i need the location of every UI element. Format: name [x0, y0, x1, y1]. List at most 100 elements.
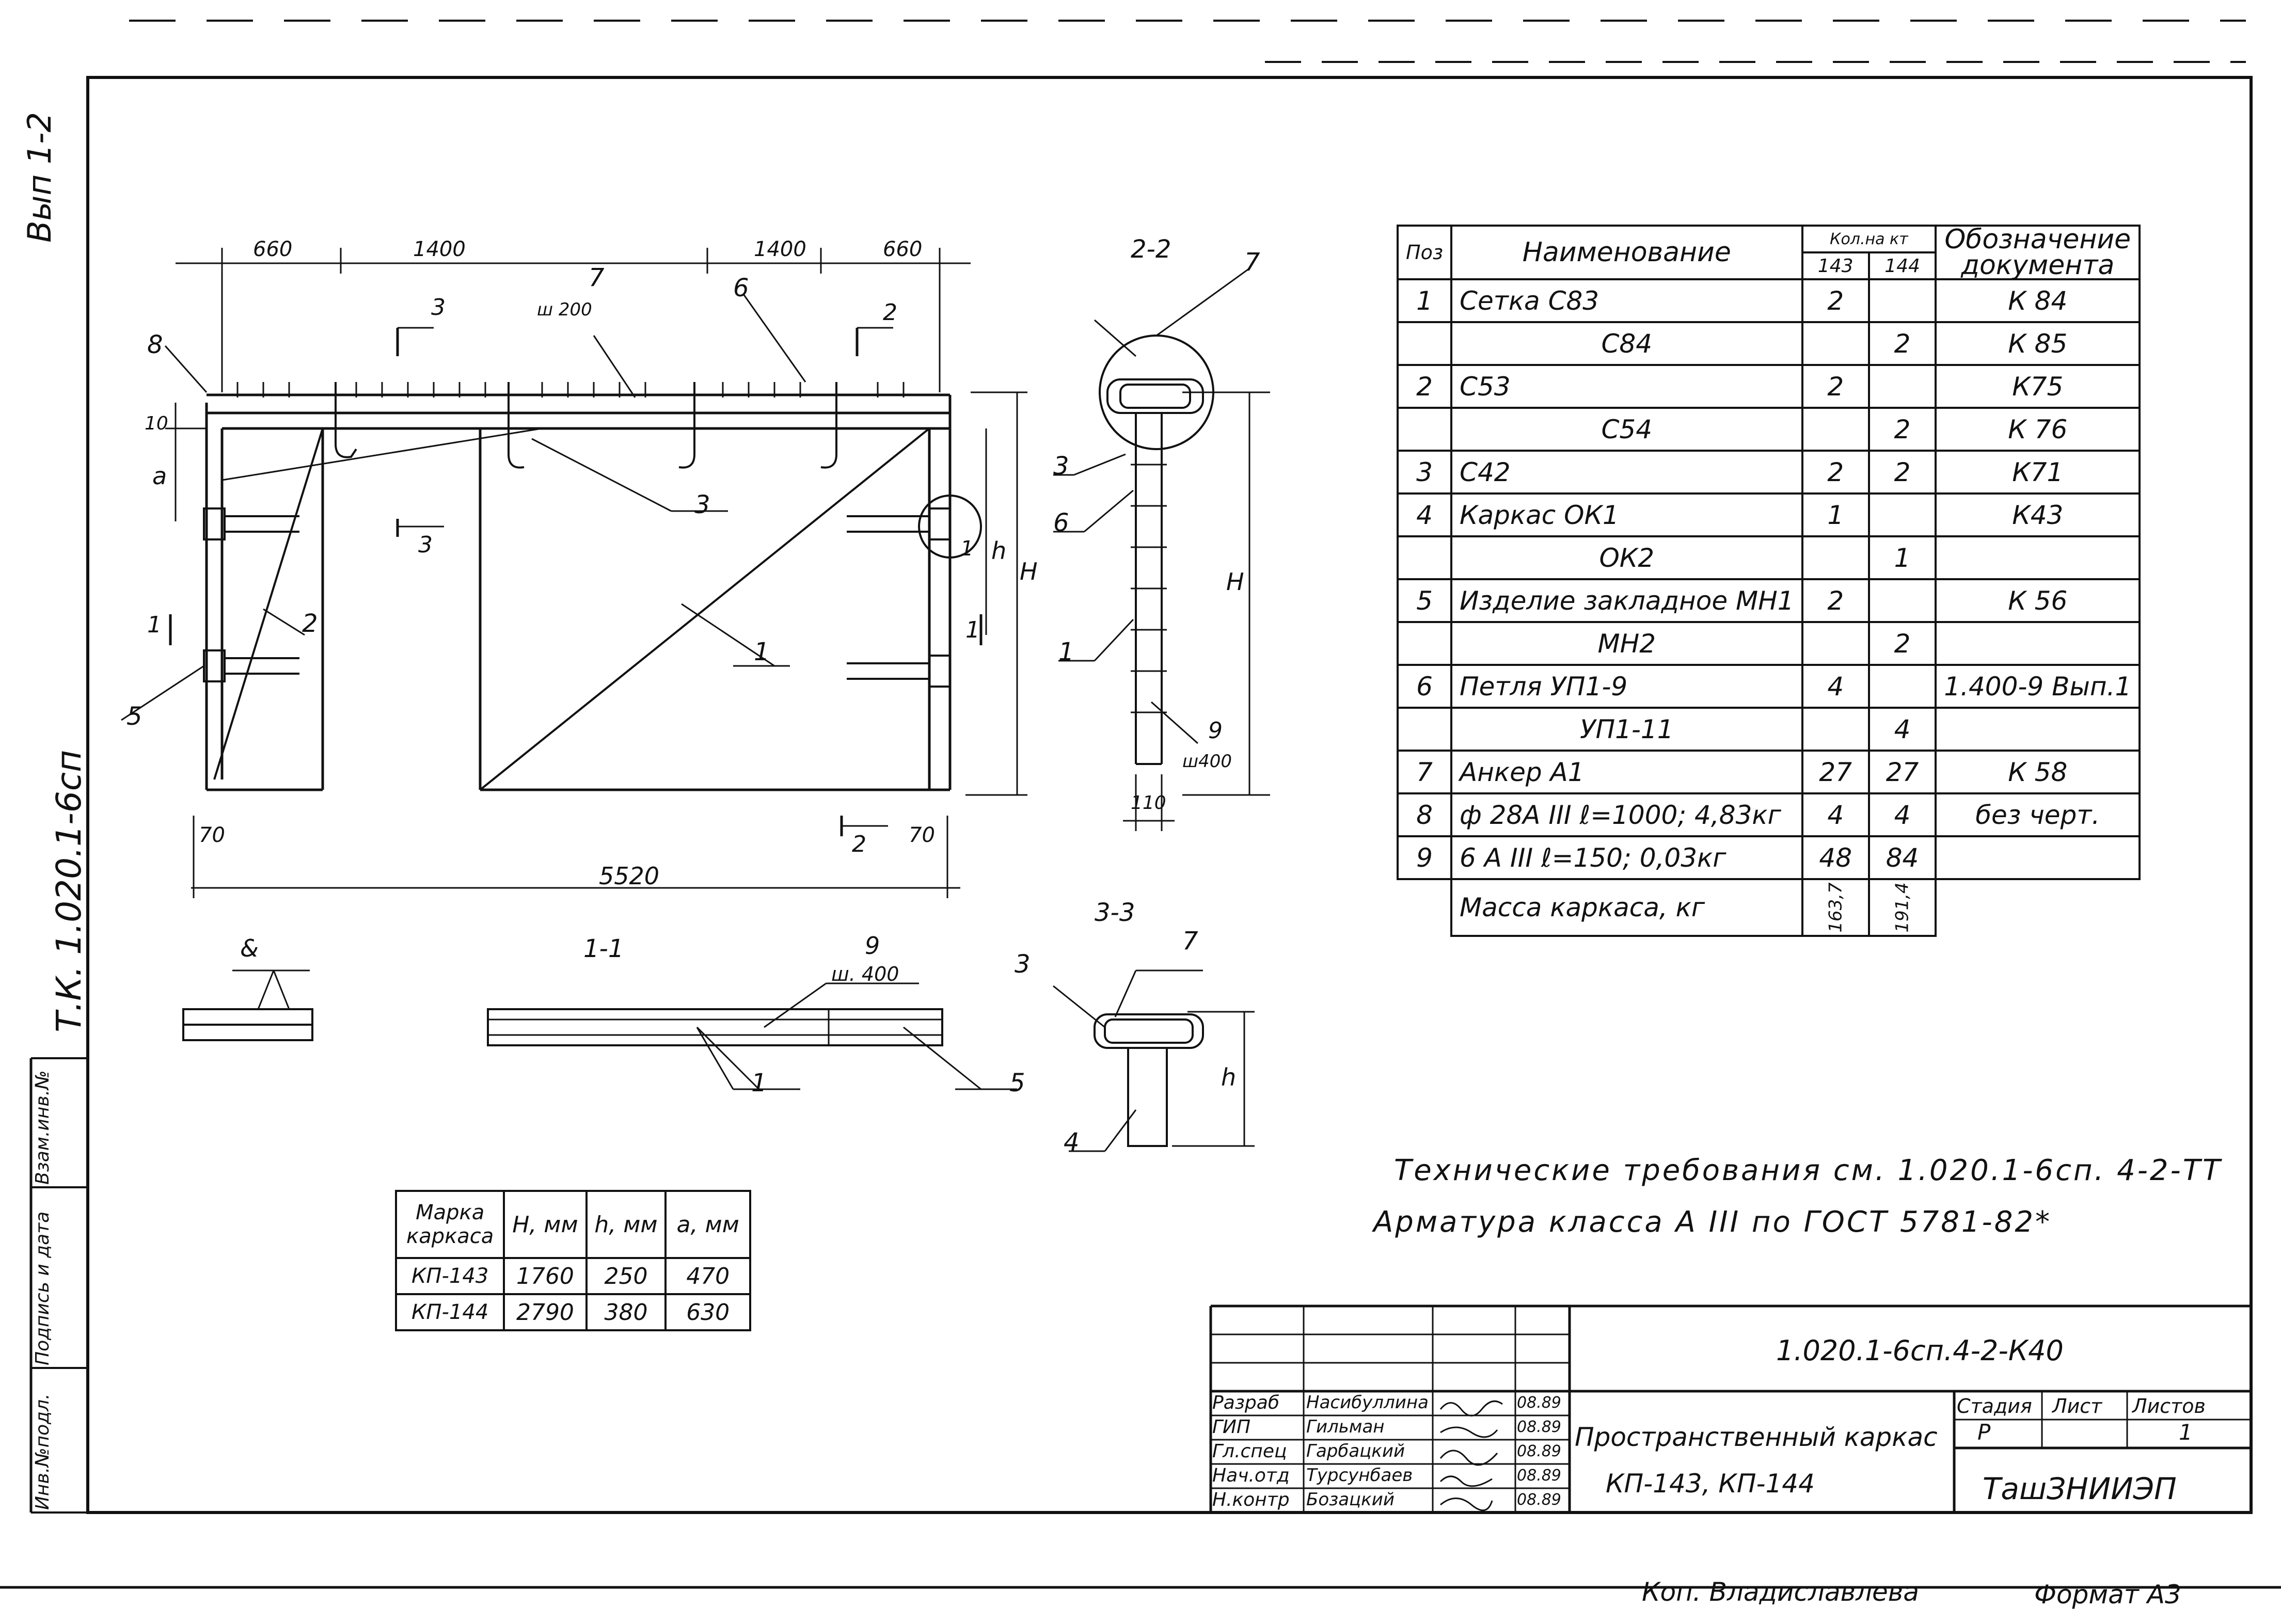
spec-cell-q144: 84	[1867, 835, 1937, 880]
title-organization: ТашЗНИИЭП	[1983, 1471, 2177, 1506]
title-sheet-label: Лист	[2052, 1395, 2102, 1418]
pos-label-3: 3	[694, 490, 710, 519]
spec-cell-doc	[1935, 835, 2141, 880]
marks-cell: 380	[585, 1293, 667, 1331]
spec-cell-doc: К 84	[1935, 278, 2141, 323]
section-1-1-pos-9: 9	[865, 932, 880, 960]
title-block-code: 1.020.1-6сп.4-2-К40	[1776, 1334, 2064, 1367]
spec-mass-143: 163,7	[1801, 878, 1870, 937]
spec-cell-pos: 7	[1396, 750, 1453, 794]
spec-cell-q144: 1	[1867, 535, 1937, 580]
spec-cell-q144: 27	[1867, 750, 1937, 794]
spec-cell-name: С54	[1450, 407, 1803, 452]
spec-cell-doc: К43	[1935, 492, 2141, 537]
spec-cell-name: ф 28А III ℓ=1000; 4,83кг	[1450, 792, 1803, 837]
dim-a: a	[152, 462, 167, 490]
spec-cell-name: С84	[1450, 321, 1803, 366]
spec-cell-q143	[1801, 707, 1870, 752]
spec-cell-name: Изделие закладное МН1	[1450, 578, 1803, 623]
spec-cell-q144: 2	[1867, 407, 1937, 452]
spec-cell-pos: 5	[1396, 578, 1453, 623]
marks-cell: 470	[664, 1257, 751, 1295]
specification-table: Поз Наименование Кол.на кт Обозначение д…	[1396, 225, 2141, 937]
spec-cell-q144: 4	[1867, 792, 1937, 837]
spec-cell-q143: 2	[1801, 278, 1870, 323]
pitch-anchor-label: ш 200	[537, 299, 592, 320]
marks-header-a: a, мм	[664, 1190, 751, 1259]
spec-cell-q144	[1867, 578, 1937, 623]
title-line-2: КП-143, КП-144	[1606, 1469, 1815, 1499]
section-2-2-dim-110: 110	[1131, 792, 1166, 814]
spec-cell-q143	[1801, 621, 1870, 666]
spec-cell-q144	[1867, 664, 1937, 709]
footer-copied-by: Коп. Владиславлева	[1642, 1577, 1919, 1607]
spec-cell-q143	[1801, 407, 1870, 452]
spec-header-pos: Поз	[1396, 225, 1453, 280]
section-3-3-title: 3-3	[1095, 898, 1135, 927]
spec-cell-doc	[1935, 707, 2141, 752]
pos-label-8: 8	[147, 330, 163, 359]
spec-cell-q144	[1867, 492, 1937, 537]
spec-cell-q144: 2	[1867, 621, 1937, 666]
section-1-1-pitch: ш. 400	[831, 963, 899, 985]
title-date: 08.89	[1517, 1394, 1561, 1412]
title-name: Бозацкий	[1306, 1489, 1395, 1510]
spec-cell-pos	[1396, 407, 1453, 452]
dim-70-right: 70	[909, 823, 935, 847]
spec-cell-pos: 4	[1396, 492, 1453, 537]
spec-cell-pos: 6	[1396, 664, 1453, 709]
section-2-2-pitch: ш400	[1182, 751, 1232, 772]
dim-overall: 5520	[599, 862, 660, 890]
marks-cell: КП-143	[394, 1257, 505, 1295]
title-name: Гарбацкий	[1306, 1441, 1405, 1461]
section-3-3-pos-4: 4	[1064, 1128, 1080, 1157]
spec-cell-pos	[1396, 321, 1453, 366]
section-2-2-pos-9: 9	[1208, 718, 1223, 744]
spec-cell-doc: К75	[1935, 364, 2141, 409]
spec-cell-name: Каркас ОК1	[1450, 492, 1803, 537]
spec-cell-pos	[1396, 621, 1453, 666]
spec-cell-q143: 4	[1801, 792, 1870, 837]
title-sheets-value: 1	[2179, 1420, 2193, 1445]
title-role: Нач.отд	[1212, 1465, 1290, 1486]
cut-1-left: 1	[147, 612, 162, 638]
section-2-2-H: H	[1226, 568, 1244, 596]
marks-cell: 250	[585, 1257, 667, 1295]
dim-660-left: 660	[253, 237, 293, 261]
marks-header-H: H, мм	[503, 1190, 588, 1259]
title-name: Насибуллина	[1306, 1392, 1429, 1413]
note-reinforcement-class: Арматура класса А III по ГОСТ 5781-82*	[1373, 1205, 2052, 1239]
spec-cell-pos: 8	[1396, 792, 1453, 837]
spec-cell-pos	[1396, 707, 1453, 752]
section-2-2-pos-6: 6	[1053, 508, 1069, 537]
spec-cell-name: МН2	[1450, 621, 1803, 666]
footer-format: Формат А3	[2034, 1580, 2181, 1610]
spec-cell-pos	[1396, 535, 1453, 580]
cut-3-bottom: 3	[418, 532, 433, 558]
spec-cell-name: УП1-11	[1450, 707, 1803, 752]
spec-cell-pos: 9	[1396, 835, 1453, 880]
pos-label-2: 2	[302, 609, 318, 638]
cut-1-right: 1	[965, 617, 980, 643]
title-date: 08.89	[1517, 1418, 1561, 1436]
spec-cell-q144	[1867, 364, 1937, 409]
title-date: 08.89	[1517, 1442, 1561, 1460]
title-sheets-label: Листов	[2132, 1395, 2206, 1418]
section-3-3-pos-7: 7	[1182, 927, 1198, 956]
section-2-2-title: 2-2	[1131, 235, 1171, 264]
title-role: Гл.спец	[1212, 1441, 1287, 1462]
dim-H: H	[1020, 558, 1038, 585]
section-1-1-pos-1: 1	[751, 1069, 767, 1097]
spec-header-name: Наименование	[1450, 225, 1803, 280]
detail-1-label: 1	[960, 537, 974, 561]
dim-1400-right: 1400	[754, 237, 806, 261]
spec-header-qty: Кол.на кт	[1801, 225, 1937, 253]
